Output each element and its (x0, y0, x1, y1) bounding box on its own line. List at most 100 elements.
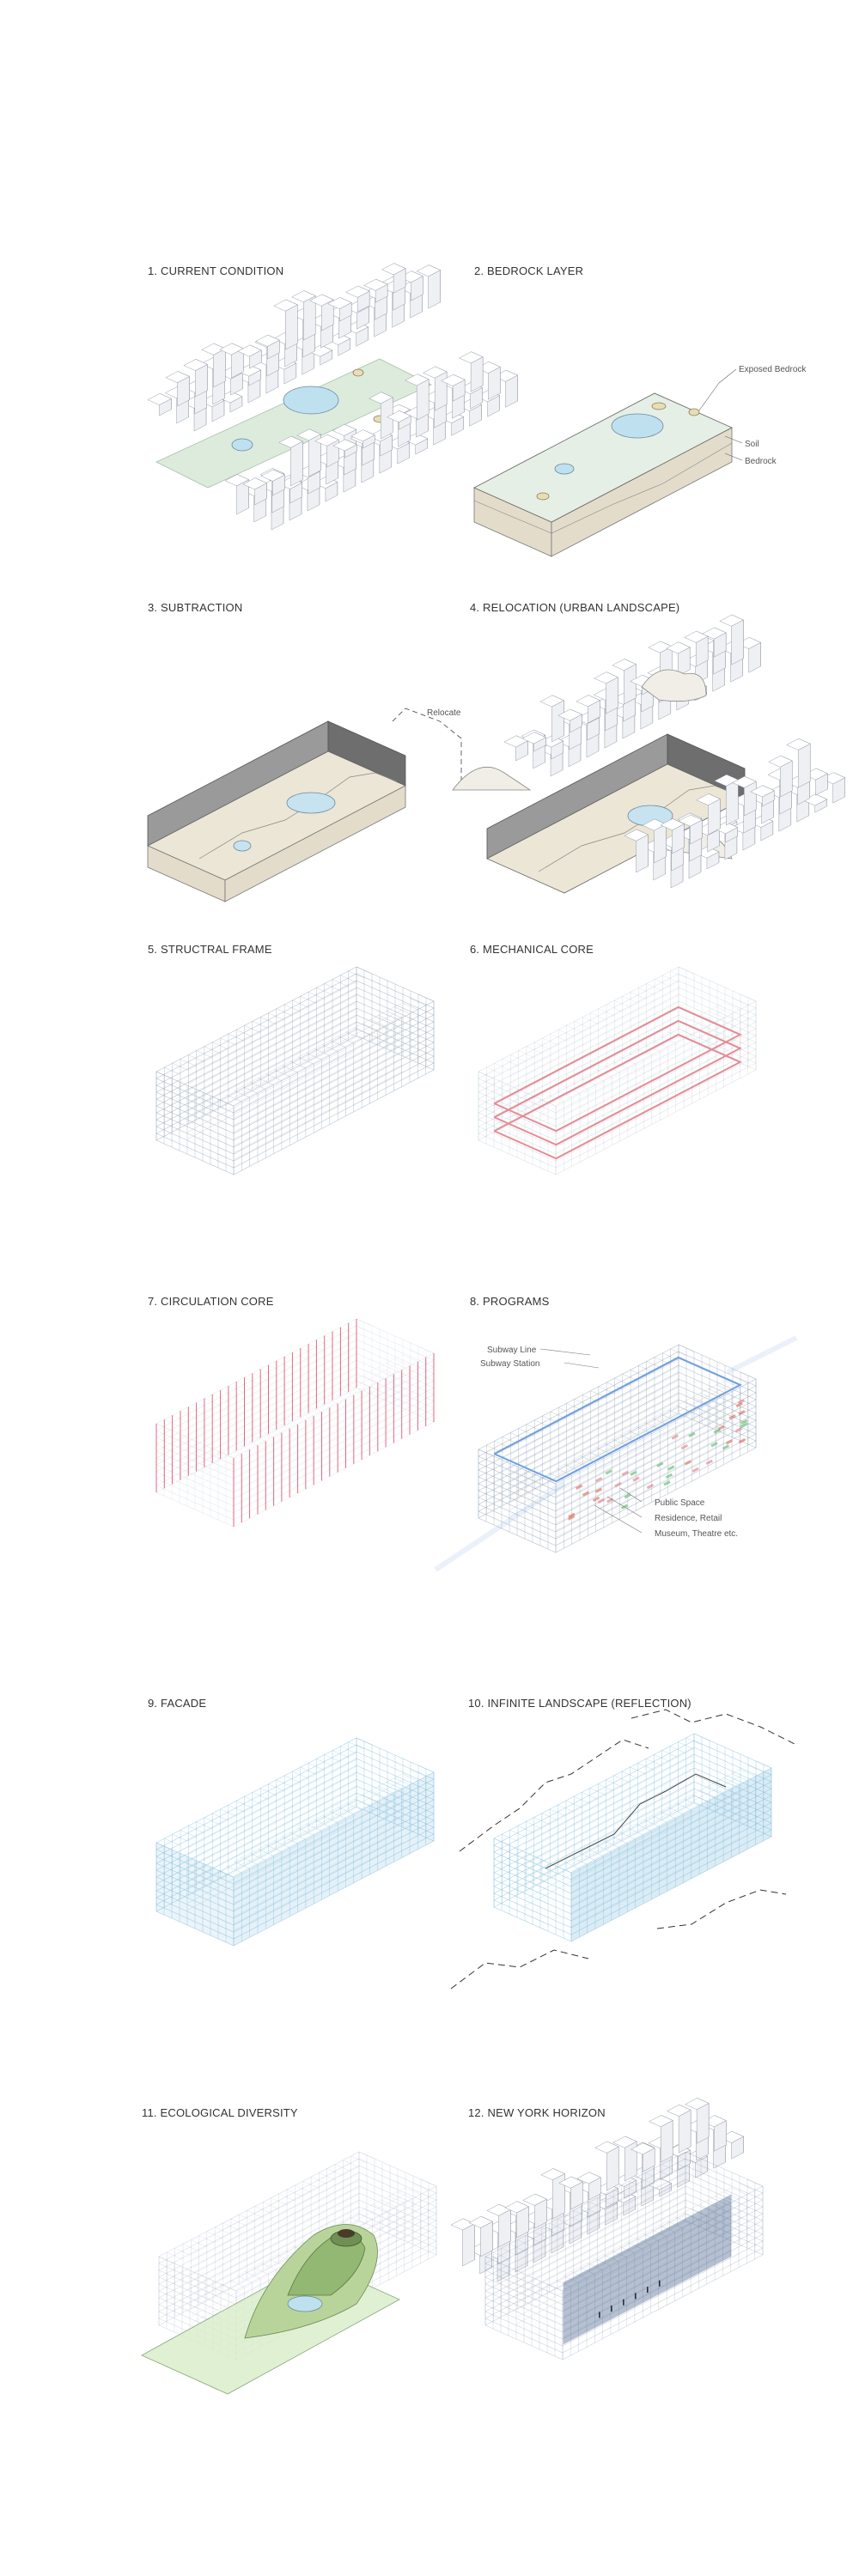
frame-beam (700, 1790, 716, 1797)
subway-glow (728, 1338, 796, 1372)
frame-beam (362, 1376, 378, 1382)
frame-beam (234, 1049, 434, 1154)
frame-beam (156, 981, 356, 1085)
water-body (288, 2296, 322, 2312)
rock-outcrop (537, 493, 549, 500)
diagram-title: 4. RELOCATION (URBAN LANDSCAPE) (470, 601, 679, 614)
frame-beam (156, 994, 356, 1099)
frame-beam (362, 1024, 378, 1030)
frame-beam (234, 1415, 434, 1520)
frame-beam (556, 1056, 756, 1161)
frame-beam (188, 989, 356, 1077)
frame-beam (234, 1008, 434, 1113)
frame-beam (188, 1030, 356, 1118)
leader-line (699, 383, 719, 410)
program-block (735, 1429, 741, 1432)
frame-beam (557, 1449, 725, 1537)
program-block (711, 1443, 717, 1447)
frame-beam (556, 1008, 756, 1113)
program-block (739, 1411, 745, 1414)
frame-beam (235, 1017, 403, 1104)
frame-beam (556, 1386, 756, 1491)
diagram-title: 3. SUBTRACTION (148, 601, 242, 614)
frame-beam (478, 1365, 679, 1470)
frame-beam (557, 1037, 725, 1125)
diagram-title: 5. STRUCTRAL FRAME (148, 943, 272, 956)
frame-beam (235, 1058, 403, 1145)
building (213, 349, 225, 387)
frame-beam (556, 1070, 756, 1175)
frame-beam (478, 1379, 679, 1484)
building (731, 620, 743, 665)
frame-beam (510, 1030, 679, 1118)
frame-beam (478, 1358, 679, 1463)
frame-beam (510, 1401, 679, 1489)
frame-beam (235, 1072, 403, 1159)
reflection-ridge (451, 1950, 588, 1989)
frame-beam (557, 1388, 725, 1475)
diagram-mechanical-core: 6. MECHANICAL CORE (470, 943, 831, 1252)
label-residence-retail: Residence, Retail (655, 1514, 722, 1523)
frame-beam (365, 2208, 381, 2215)
leader-line (564, 1363, 599, 1368)
frame-beam (235, 1010, 403, 1097)
frame-beam (235, 1030, 403, 1118)
frame-beam (156, 974, 356, 1078)
rock-outcrop (652, 403, 666, 410)
building (606, 2147, 618, 2190)
frame-beam (234, 1360, 434, 1465)
program-block (685, 1461, 691, 1465)
frame-beam (510, 1003, 679, 1091)
frame-beam (556, 1015, 756, 1120)
frame-beam (740, 1770, 755, 1777)
frame-beam (478, 1036, 679, 1140)
program-block (647, 1485, 653, 1488)
building (798, 744, 810, 787)
program-block (633, 1478, 639, 1481)
frame-beam (234, 1063, 434, 1168)
frame-beam (188, 1003, 356, 1091)
diagram-bedrock-layer: 2. BEDROCK LAYER Exposed Bedrock Soil Be… (474, 264, 835, 574)
program-block (689, 1433, 695, 1437)
frame-beam (188, 1348, 356, 1436)
diagram-relocation: 4. RELOCATION (URBAN LANDSCAPE) (470, 601, 831, 910)
frame-beam (188, 1355, 356, 1443)
frame-beam (478, 1413, 679, 1518)
frame-beam (235, 1376, 403, 1463)
frame-beam (235, 1065, 403, 1152)
current-condition-drawing (148, 290, 509, 574)
frame-beam (156, 1015, 356, 1120)
frame-beam (156, 1346, 356, 1451)
frame-beam (156, 1029, 356, 1133)
frame-beam (188, 1382, 356, 1470)
relocation-drawing (470, 627, 831, 910)
program-block (615, 1483, 621, 1486)
frame-beam (731, 2188, 746, 2195)
frame-beam (235, 1051, 403, 1139)
frame-beam (556, 1049, 756, 1154)
frame-beam (156, 1333, 356, 1437)
frame-beam (478, 1029, 679, 1133)
programs-drawing: Subway Line Subway Station Public Space … (470, 1321, 831, 1604)
frame-beam (510, 1374, 679, 1461)
diagram-ecological-diversity: 11. ECOLOGICAL DIVERSITY (142, 2106, 503, 2415)
building (498, 2209, 510, 2247)
building (661, 2120, 673, 2162)
frame-beam (235, 1424, 403, 1511)
building (624, 664, 636, 704)
building (290, 441, 302, 486)
frame-beam (510, 1422, 679, 1510)
city-blocks-west (504, 615, 761, 776)
frame-beam (478, 1015, 679, 1120)
label-public-space: Public Space (655, 1498, 705, 1508)
frame-beam (557, 1436, 725, 1523)
frame-beam (510, 1381, 679, 1468)
diagram-subtraction: 3. SUBTRACTION Relocate (148, 601, 509, 910)
grid-frame (436, 1338, 796, 1570)
reflection-ridge (631, 1710, 795, 1744)
program-block (631, 1472, 637, 1475)
frame-beam (156, 987, 356, 1092)
frame-beam (234, 1036, 434, 1140)
building (679, 2110, 691, 2153)
frame-beam (556, 1042, 756, 1147)
